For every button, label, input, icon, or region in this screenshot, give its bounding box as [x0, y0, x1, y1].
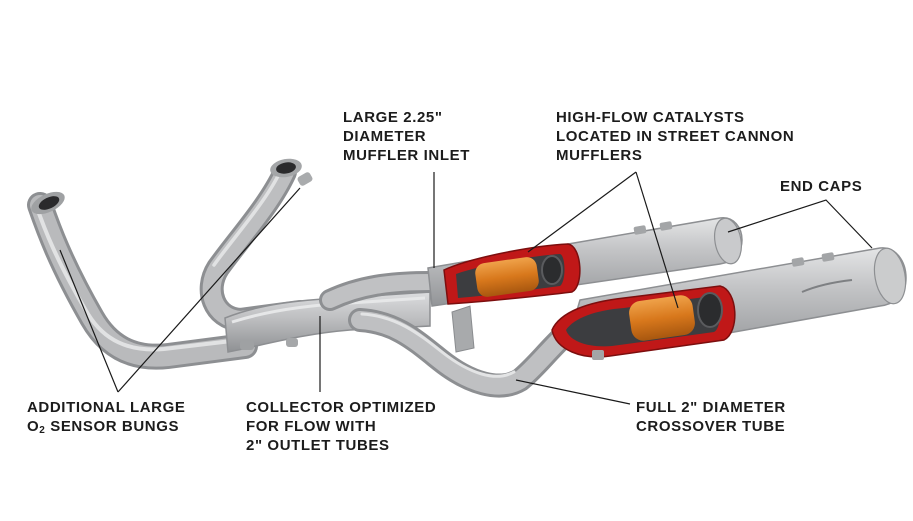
- leader-crossover: [515, 379, 631, 405]
- label-collector-line-2: FOR FLOW WITH: [246, 418, 377, 435]
- label-sensor-bungs-subscript: 2: [39, 425, 46, 436]
- exhaust-system-illustration: [27, 158, 907, 398]
- label-sensor-bungs-o: O: [27, 418, 40, 435]
- leader-catalyst-upper: [527, 171, 637, 253]
- label-sensor-bungs: ADDITIONAL LARGE O2 SENSOR BUNGS: [27, 398, 186, 436]
- leader-catalyst-lower: [635, 171, 679, 309]
- label-end-caps-line-1: END CAPS: [780, 178, 863, 195]
- lower-catalyst: [629, 295, 695, 341]
- label-collector-line-3: 2" OUTLET TUBES: [246, 437, 390, 454]
- label-collector: COLLECTOR OPTIMIZED FOR FLOW WITH 2" OUT…: [246, 398, 436, 455]
- label-end-caps: END CAPS: [780, 177, 862, 196]
- upper-catalyst: [475, 257, 539, 297]
- label-sensor-bungs-line-1: ADDITIONAL LARGE: [27, 399, 186, 416]
- label-collector-line-1: COLLECTOR OPTIMIZED: [246, 399, 437, 416]
- label-muffler-inlet: LARGE 2.25" DIAMETER MUFFLER INLET: [343, 108, 470, 165]
- label-sensor-bungs-suffix: SENSOR BUNGS: [45, 418, 180, 435]
- label-catalysts-line-2: LOCATED IN STREET CANNON: [556, 128, 795, 145]
- label-crossover: FULL 2" DIAMETER CROSSOVER TUBE: [636, 398, 786, 436]
- label-catalysts-line-3: MUFFLERS: [556, 147, 643, 164]
- lower-muffler: [551, 247, 907, 360]
- leader-bung-front: [59, 249, 119, 393]
- upper-muffler: [427, 217, 743, 307]
- label-catalysts: HIGH-FLOW CATALYSTS LOCATED IN STREET CA…: [556, 108, 794, 165]
- label-crossover-line-2: CROSSOVER TUBE: [636, 418, 786, 435]
- rear-header-pipe-body: [202, 163, 309, 330]
- leader-bung-rear: [117, 187, 301, 393]
- label-muffler-inlet-line-1: LARGE 2.25": [343, 109, 443, 126]
- leader-end-caps: [727, 199, 873, 249]
- lower-end-cap: [873, 247, 907, 305]
- label-muffler-inlet-line-3: MUFFLER INLET: [343, 147, 470, 164]
- leader-lines: [59, 171, 873, 405]
- label-catalysts-line-1: HIGH-FLOW CATALYSTS: [556, 109, 745, 126]
- mount-bracket: [451, 305, 475, 353]
- label-sensor-bungs-line-2: O2 SENSOR BUNGS: [27, 417, 186, 436]
- label-crossover-line-1: FULL 2" DIAMETER: [636, 399, 786, 416]
- label-muffler-inlet-line-2: DIAMETER: [343, 128, 427, 145]
- muffler-logo: [801, 279, 853, 293]
